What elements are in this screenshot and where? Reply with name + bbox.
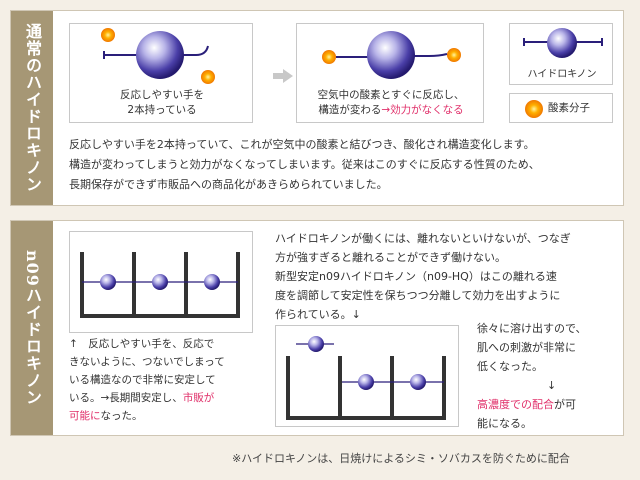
hydroquinone-sphere-icon: [410, 374, 426, 390]
oxygen-molecule-icon: [525, 100, 543, 118]
caption-linked: ↑ 反応しやすい手を、反応で きないように、つないでしまって いる構造なので非常…: [69, 338, 225, 422]
linked-molecules-illustration: [80, 252, 240, 318]
legend-oxygen: 酸素分子: [509, 93, 613, 123]
hydroquinone-sphere-icon: [136, 31, 184, 79]
hydroquinone-legend-illustration: [523, 28, 603, 58]
legend-oxygen-label: 酸素分子: [548, 102, 590, 114]
sidebar-n09: n09ハイドロキノン: [11, 221, 53, 435]
hydroquinone-sphere-icon: [367, 31, 415, 79]
diagram-box-reactive-hands: 反応しやすい手を 2本持っている: [69, 23, 253, 123]
oxidized-molecule-illustration: [322, 31, 461, 79]
hydroquinone-sphere-icon: [152, 274, 168, 290]
hydroquinone-sphere-icon: [308, 336, 324, 352]
description-n09: ハイドロキノンが働くには、離れないといけないが、つなぎ 方が強すぎると離れること…: [275, 232, 571, 321]
hydroquinone-sphere-icon: [204, 274, 220, 290]
oxygen-molecule-icon: [201, 70, 215, 84]
diagram-box-release: [275, 325, 459, 427]
footnote: ※ハイドロキノンは、日焼けによるシミ・ソバカスを防ぐために配合: [232, 452, 570, 465]
diagram-box-oxidized: 空気中の酸素とすぐに反応し、 構造が変わる→効力がなくなる: [296, 23, 484, 123]
description-normal: 反応しやすい手を2本持っていて、これが空気中の酸素と結びつき、酸化され構造変化し…: [69, 138, 540, 191]
description-release: 徐々に溶け出すので、 肌への刺激が非常に 低くなった。 ↓ 高濃度での配合が可 …: [477, 322, 587, 430]
legend-hydroquinone-label: ハイドロキノン: [527, 69, 597, 80]
sidebar-label-n09: n09ハイドロキノン: [23, 250, 42, 406]
right-arrow-icon: [273, 69, 293, 83]
hydroquinone-sphere-icon: [547, 28, 577, 58]
release-molecules-illustration: [286, 336, 446, 420]
oxygen-molecule-icon: [322, 50, 336, 64]
oxygen-legend-illustration: [525, 100, 543, 118]
hydroquinone-sphere-icon: [358, 374, 374, 390]
hydroquinone-sphere-icon: [100, 274, 116, 290]
section-n09-hydroquinone: n09ハイドロキノン ↑ 反応しやすい手を、反応で きないように、つないでしまっ…: [10, 220, 624, 436]
sidebar-normal: 通常のハイドロキノン: [11, 11, 53, 205]
hydroquinone-molecule-illustration: [101, 28, 215, 84]
caption-oxidized: 空気中の酸素とすぐに反応し、 構造が変わる→効力がなくなる: [317, 89, 465, 116]
diagram-box-linked: [69, 231, 253, 333]
caption-reactive-hands: 反応しやすい手を 2本持っている: [120, 89, 204, 116]
legend-hydroquinone: ハイドロキノン: [509, 23, 613, 85]
oxygen-molecule-icon: [447, 48, 461, 62]
section-normal-hydroquinone: 通常のハイドロキノン 反応しやすい手を 2本持っている 空気中の酸素とすぐに反応…: [10, 10, 624, 206]
oxygen-molecule-icon: [101, 28, 115, 42]
sidebar-label-normal: 通常のハイドロキノン: [23, 23, 42, 193]
